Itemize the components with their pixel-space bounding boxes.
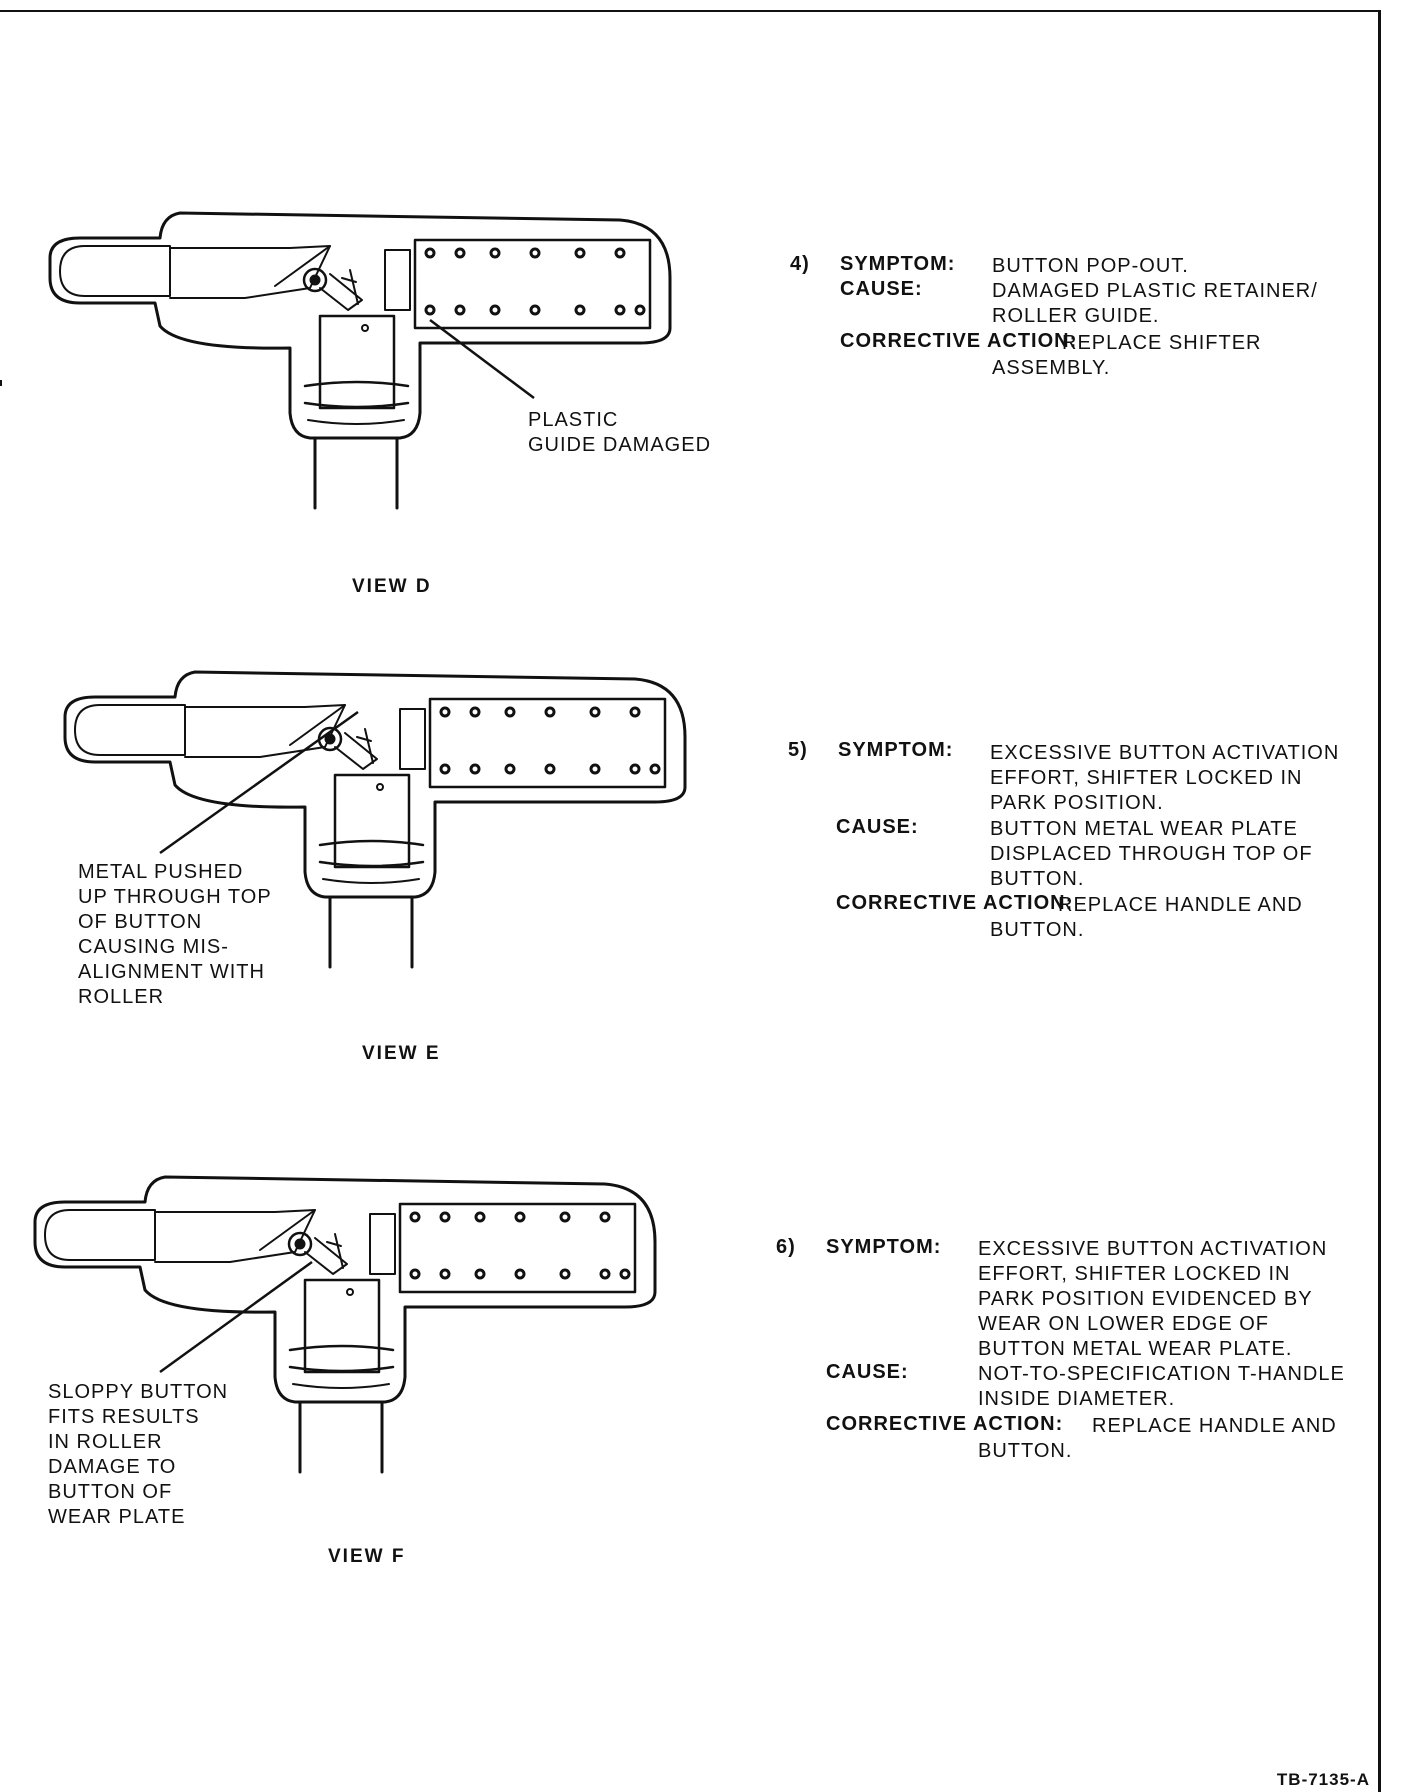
callout-line: METAL PUSHED — [78, 861, 244, 883]
symptom-line: PARK POSITION. — [990, 792, 1164, 814]
item-number-4: 4) — [790, 253, 810, 275]
callout-line: WEAR PLATE — [48, 1506, 186, 1528]
shifter-handle-icon — [48, 211, 672, 510]
callout-line: ALIGNMENT WITH — [78, 961, 265, 983]
symptom-label: SYMPTOM: — [826, 1236, 942, 1258]
cause-label: CAUSE: — [836, 816, 919, 838]
action-label: CORRECTIVE ACTION: — [826, 1413, 1064, 1435]
figure-id: TB-7135-A — [1276, 1770, 1370, 1789]
symptom-line: EFFORT, SHIFTER LOCKED IN — [990, 767, 1303, 789]
callout-line: ROLLER — [78, 986, 165, 1008]
symptom-line: WEAR ON LOWER EDGE OF — [978, 1313, 1270, 1335]
action-text: REPLACE HANDLE AND — [1092, 1414, 1337, 1439]
cause-line: DAMAGED PLASTIC RETAINER/ — [992, 280, 1318, 302]
callout-line: UP THROUGH TOP — [78, 886, 272, 908]
symptom-text: EXCESSIVE BUTTON ACTIVATION EFFORT, SHIF… — [978, 1237, 1327, 1362]
cause-line: BUTTON METAL WEAR PLATE — [990, 818, 1298, 840]
action-text-cont: ASSEMBLY. — [992, 356, 1110, 381]
action-label: CORRECTIVE ACTION: — [836, 892, 1074, 914]
cause-line: BUTTON. — [990, 868, 1085, 890]
callout-line: GUIDE DAMAGED — [528, 434, 712, 456]
item-number-5: 5) — [788, 739, 808, 761]
action-text: REPLACE SHIFTER — [1062, 331, 1261, 356]
symptom-line: PARK POSITION EVIDENCED BY — [978, 1288, 1313, 1310]
symptom-line: EXCESSIVE BUTTON ACTIVATION — [978, 1238, 1328, 1260]
cause-line: NOT-TO-SPECIFICATION T-HANDLE — [978, 1363, 1345, 1385]
action-text-cont: BUTTON. — [990, 918, 1084, 943]
action-line: REPLACE HANDLE AND — [1058, 894, 1303, 916]
view-label-f: VIEW F — [328, 1546, 406, 1567]
view-label-e: VIEW E — [362, 1043, 441, 1064]
cause-line: INSIDE DIAMETER. — [978, 1388, 1176, 1410]
callout-leader-d — [429, 319, 535, 399]
callout-line: PLASTIC — [528, 409, 619, 431]
action-text: REPLACE HANDLE AND — [1058, 893, 1303, 918]
action-label: CORRECTIVE ACTION: — [840, 330, 1078, 352]
callout-line: FITS RESULTS — [48, 1406, 200, 1428]
symptom-text: BUTTON POP-OUT. — [992, 254, 1189, 279]
action-line: BUTTON. — [978, 1440, 1073, 1462]
action-line: REPLACE HANDLE AND — [1092, 1415, 1337, 1437]
page-frame-right — [1378, 10, 1381, 1792]
cause-text: DAMAGED PLASTIC RETAINER/ ROLLER GUIDE. — [992, 279, 1318, 329]
symptom-label: SYMPTOM: — [838, 739, 954, 761]
page-frame-top — [0, 10, 1380, 12]
callout-e: METAL PUSHED UP THROUGH TOP OF BUTTON CA… — [78, 860, 272, 1010]
callout-line: OF BUTTON — [78, 911, 203, 933]
view-label-d: VIEW D — [352, 576, 432, 597]
cause-line: ROLLER GUIDE. — [992, 305, 1160, 327]
action-text-cont: BUTTON. — [978, 1439, 1072, 1464]
callout-d: PLASTIC GUIDE DAMAGED — [528, 408, 711, 458]
callout-leader-f — [159, 1260, 313, 1374]
callout-leader-e — [159, 710, 359, 855]
callout-line: DAMAGE TO — [48, 1456, 177, 1478]
cause-line: DISPLACED THROUGH TOP OF — [990, 843, 1313, 865]
symptom-text: EXCESSIVE BUTTON ACTIVATION EFFORT, SHIF… — [990, 741, 1339, 816]
page-margin-tick — [0, 380, 2, 386]
symptom-label: SYMPTOM: — [840, 253, 956, 275]
cause-label: CAUSE: — [840, 278, 923, 300]
callout-f: SLOPPY BUTTON FITS RESULTS IN ROLLER DAM… — [48, 1380, 228, 1530]
callout-line: IN ROLLER — [48, 1431, 163, 1453]
item-number-6: 6) — [776, 1236, 796, 1258]
action-line: BUTTON. — [990, 919, 1085, 941]
callout-line: BUTTON OF — [48, 1481, 173, 1503]
callout-line: SLOPPY BUTTON — [48, 1381, 229, 1403]
cause-label: CAUSE: — [826, 1361, 909, 1383]
symptom-line: EFFORT, SHIFTER LOCKED IN — [978, 1263, 1291, 1285]
action-line: REPLACE SHIFTER — [1062, 332, 1262, 354]
callout-line: CAUSING MIS- — [78, 936, 229, 958]
symptom-line: BUTTON POP-OUT. — [992, 255, 1189, 277]
symptom-line: EXCESSIVE BUTTON ACTIVATION — [990, 742, 1340, 764]
cause-text: BUTTON METAL WEAR PLATE DISPLACED THROUG… — [990, 817, 1313, 892]
action-line: ASSEMBLY. — [992, 357, 1111, 379]
cause-text: NOT-TO-SPECIFICATION T-HANDLE INSIDE DIA… — [978, 1362, 1345, 1412]
symptom-line: BUTTON METAL WEAR PLATE. — [978, 1338, 1293, 1360]
